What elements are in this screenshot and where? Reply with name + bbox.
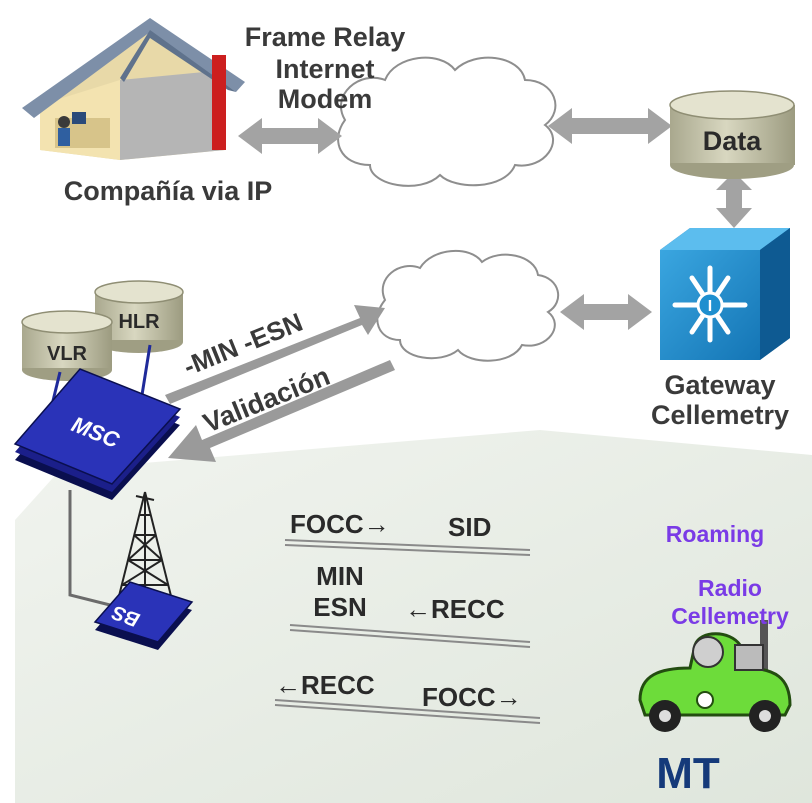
gateway-label: Gateway xyxy=(664,370,775,400)
min-label: MIN xyxy=(316,561,364,591)
svg-text:I: I xyxy=(708,298,712,315)
data-database-icon xyxy=(669,90,795,179)
radio-label: Radio xyxy=(698,575,762,601)
internet-label: Internet xyxy=(275,54,374,84)
ground-plane xyxy=(15,430,812,803)
focc-label-top: FOCC→ xyxy=(290,509,390,539)
focc-label-bottom: FOCC→ xyxy=(422,682,522,712)
arrow-cloud-gateway xyxy=(560,294,652,330)
arrow-house-cloud xyxy=(238,118,342,154)
data-label: Data xyxy=(703,126,763,156)
frame-relay-label: Frame Relay xyxy=(245,22,406,52)
hlr-label: HLR xyxy=(118,311,160,333)
arrow-validacion xyxy=(168,360,395,462)
recc-label-middle: ←RECC xyxy=(405,594,505,624)
esn-label: ESN xyxy=(313,592,366,622)
internet-cloud-top xyxy=(337,56,557,187)
mt-label: MT xyxy=(656,749,720,798)
bs-station-icon xyxy=(93,581,194,650)
msc-switch-icon xyxy=(13,368,182,500)
sid-label: SID xyxy=(448,512,491,542)
mt-vehicle-icon xyxy=(638,620,792,732)
modem-label: Modem xyxy=(278,84,373,114)
msc-bs-link xyxy=(68,490,111,607)
gateway-cellemetry-label: Cellemetry xyxy=(651,400,789,430)
company-label: Compañía via IP xyxy=(64,176,273,206)
recc-label-bottom: ←RECC xyxy=(275,670,375,700)
channel-lines xyxy=(274,539,541,724)
arrow-cloud-data xyxy=(548,108,672,144)
arrow-data-gateway xyxy=(716,172,752,228)
vlr-label: VLR xyxy=(47,343,88,365)
roaming-label: Roaming xyxy=(666,521,764,547)
arrow-min-esn xyxy=(165,305,385,404)
gateway-router-icon: I xyxy=(660,228,790,360)
company-house-icon xyxy=(22,18,245,160)
internet-cloud-middle xyxy=(376,250,560,362)
radio-cellemetry-label: Cellemetry xyxy=(671,603,789,629)
